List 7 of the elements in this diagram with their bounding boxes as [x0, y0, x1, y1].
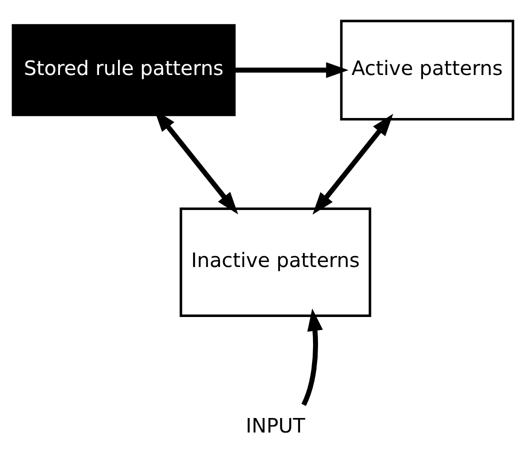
node-box: Active patterns	[340, 19, 514, 120]
node-box: Inactive patterns	[180, 207, 372, 316]
node-text: INPUT	[246, 414, 306, 437]
node-box: Stored rule patterns	[12, 24, 236, 116]
arrow	[312, 113, 394, 214]
arrow	[301, 308, 323, 406]
arrow	[234, 62, 349, 78]
